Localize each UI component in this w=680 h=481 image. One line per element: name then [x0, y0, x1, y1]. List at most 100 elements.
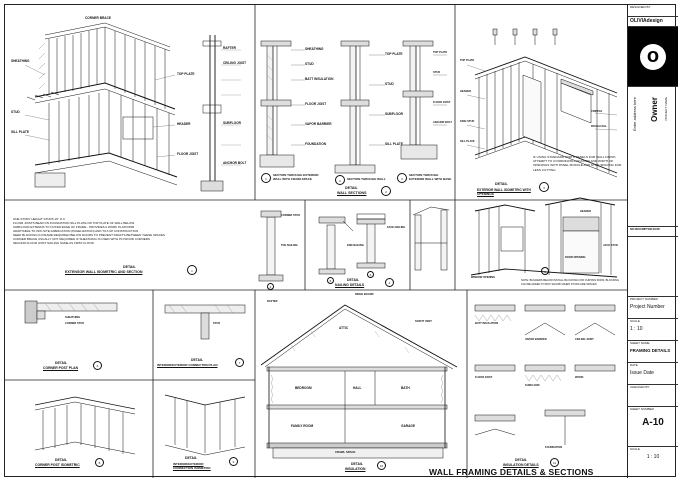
- tb-date-label: DATE: [630, 363, 638, 367]
- label-wsb-sill: SILL PLATE: [385, 142, 403, 146]
- nailing-drawing: [258, 206, 450, 282]
- framing-iso-note: NOTE: BUILDERS BELOW INSTALL BLOCKING FO…: [521, 279, 620, 286]
- label-ext-sill: SILL PLATE: [460, 140, 475, 143]
- label-cp-sheath: SHEATHING: [65, 316, 81, 319]
- detail-title-ie-plan: DETAIL: [191, 358, 203, 362]
- plan-details-drawing: [24, 300, 246, 340]
- label-wsc-anchor: ANCHOR BOLT: [433, 121, 452, 124]
- tb-sheet-number-label: SHEET NUMBER: [630, 407, 654, 411]
- tb-scale2-cell: SCALE 1 : 10: [628, 447, 678, 478]
- label-ext-top: TOP PLATE: [460, 59, 475, 62]
- label-ins-ceiling: CEILING JOIST: [575, 338, 594, 341]
- note-2: FLOOR JOISTS BEAR ON FOUNDATION SILL PLA…: [13, 221, 135, 226]
- label-fi-header: HEADER: [580, 210, 591, 213]
- note-5: NEED BLOCKING IN FRAME REQUIRED BELOW DO…: [13, 233, 165, 238]
- detail-subtitle-wall-sections: WALL SECTIONS: [337, 191, 367, 195]
- label-ext-rough: ROUGH SILL: [591, 125, 607, 128]
- label-ext-cripple: CRIPPLE: [591, 110, 603, 113]
- section-label-a: SECTION THROUGH EXTERIOR WALL WITH CRAWL…: [273, 173, 319, 182]
- detail-tag-4: 4: [385, 278, 394, 287]
- tb-sheet-name-label: SHEET NAME: [630, 341, 650, 345]
- detail-tag-1: 1: [187, 265, 197, 275]
- nail-tag-c: 6: [367, 271, 374, 278]
- firm-logo-icon: o: [640, 43, 666, 70]
- label-ext-header: HEADER: [460, 90, 471, 93]
- note-6: CORNER BRACE USUALLY NOT REQUIRED IF SHE…: [13, 237, 150, 242]
- iso-details-drawing: [34, 394, 246, 456]
- detail-title-isometric: DETAIL: [123, 265, 136, 269]
- detail-subtitle-cp-iso: CORNER POST ISOMETRIC: [35, 463, 80, 467]
- room-crawl: CRAWL SPACE: [335, 450, 356, 454]
- tb-project-number-cell: PROJECT NUMBER Project Number: [628, 297, 678, 319]
- detail-title-cp-plan: DETAIL: [55, 361, 67, 365]
- isometric-notes: ONE STORY HEIGHT STUDS 16" O.C. FLOOR JO…: [13, 217, 253, 245]
- detail-subtitle-ins-details: INSULATION DETAILS: [503, 463, 539, 467]
- tb-scale: 1 : 10: [630, 326, 643, 333]
- room-bath: BATH: [401, 386, 410, 390]
- label-subfloor-iso: SUBFLOOR: [223, 121, 241, 125]
- label-wsc-top: TOP PLATE: [433, 51, 448, 54]
- detail-title-ext-iso: DETAIL: [495, 182, 508, 186]
- label-wsc-stud: STUD: [433, 71, 441, 74]
- label-nail-corner: CORNER STUD: [281, 214, 301, 217]
- section-tag-a: 1: [261, 173, 271, 183]
- detail-subtitle-isometric: EXTENSOR WALL ISOMETRIC AND SECTION: [65, 270, 143, 274]
- label-ws-sheath: SHEATHING: [305, 47, 324, 51]
- tb-logo: o: [628, 27, 678, 87]
- label-rafter-iso: RAFTER: [223, 46, 236, 50]
- label-cp-corner: CORNER STUD: [65, 322, 85, 325]
- tb-sheet-number: A-10: [642, 417, 664, 429]
- label-ins-vapor: VAPOR BARRIER: [525, 338, 547, 341]
- label-ws-found: FOUNDATION: [305, 142, 327, 146]
- tb-scale2: 1 : 10: [646, 454, 660, 461]
- label-fi-window: WINDOW OPENING: [471, 276, 496, 279]
- label-sheathing: SHEATHING: [11, 59, 30, 63]
- label-bs-rafter: RAFTER: [267, 300, 278, 303]
- detail-title-ie-iso: DETAIL: [185, 456, 197, 460]
- detail-subtitle-ext-iso: EXTERIOR WALL ISOMETRIC WITH OPENINGS: [477, 188, 531, 197]
- label-nail-facenail: FACE NAILING: [387, 226, 406, 229]
- label-ws-vapor: VAPOR BARRIER: [305, 122, 332, 126]
- label-ins-wood: WOOD: [575, 376, 584, 379]
- note-3: SUBFLOOR EXTENDS TO OUTER EDGE OF FRAME …: [13, 225, 135, 230]
- drawing-area: SHEATHING STUD SILL PLATE TOP PLATE HEAD…: [5, 5, 627, 478]
- tb-sheet-name: FRAMING DETAILS: [630, 348, 671, 354]
- detail-title-cp-iso: DETAIL: [55, 458, 67, 462]
- label-sill: SILL PLATE: [11, 130, 29, 134]
- detail-subtitle-cp-plan: CORNER POST PLAN: [43, 366, 79, 370]
- detail-tag-11: 11: [550, 458, 559, 467]
- tb-scale-label: SCALE: [630, 319, 640, 323]
- tb-checked-cell: CHECKED BY: [628, 385, 678, 407]
- detail-tag-7: 7: [235, 358, 244, 367]
- label-ceiling-iso: CEILING JOIST: [223, 61, 247, 65]
- section-label-b: SECTION THROUGH WALL: [347, 177, 386, 181]
- insulation-details-drawing: [474, 304, 616, 445]
- tb-designer-label: DESIGNED BY: [630, 5, 651, 9]
- tb-address-block: Enter address here Owner PROJECT NAME: [628, 87, 678, 227]
- label-joist: FLOOR JOIST: [177, 152, 199, 156]
- nail-tag-b: 5: [327, 277, 334, 284]
- building-section-drawing: [260, 304, 458, 459]
- tb-sheet-name-cell: SHEET NAME FRAMING DETAILS: [628, 341, 678, 363]
- detail-subtitle-ie-plan: INTERIOR/EXTERIOR CONNECTION PLAN: [157, 363, 218, 367]
- drawing-sheet: SHEATHING STUD SILL PLATE TOP PLATE HEAD…: [4, 4, 678, 478]
- detail-tag-9: 9: [229, 457, 238, 466]
- label-nail-toenail: TOE NAILING: [281, 244, 298, 247]
- tb-date-cell: DATE Issue Date: [628, 363, 678, 385]
- room-family: FAMILY ROOM: [291, 424, 314, 428]
- label-wsb-top: TOP PLATE: [385, 52, 403, 56]
- label-wsb-sub: SUBFLOOR: [385, 112, 403, 116]
- label-wsb-stud: STUD: [385, 82, 394, 86]
- label-bs-soffit: SOFFIT VENT: [415, 320, 432, 323]
- label-topplate: TOP PLATE: [177, 72, 195, 76]
- detail-title-ins-details: DETAIL: [515, 458, 527, 462]
- detail-tag-6: 6: [93, 361, 102, 370]
- detail-subtitle-insulation: INSULATION: [345, 467, 366, 471]
- tb-address[interactable]: Enter address here: [632, 97, 637, 132]
- detail-subtitle-ie-iso: INTERIOR/EXTERIOR CONNECTION ISOMETRIC: [173, 462, 211, 471]
- section-tag-b: 2: [335, 175, 345, 185]
- label-ins-found: FOUNDATION: [545, 446, 563, 449]
- isometric-wall-drawing: [24, 22, 241, 192]
- note-4: ADAPTABLE TO OFF-SITE FABRICATION (PANEL…: [13, 229, 139, 234]
- room-bedroom: BEDROOM: [295, 386, 312, 390]
